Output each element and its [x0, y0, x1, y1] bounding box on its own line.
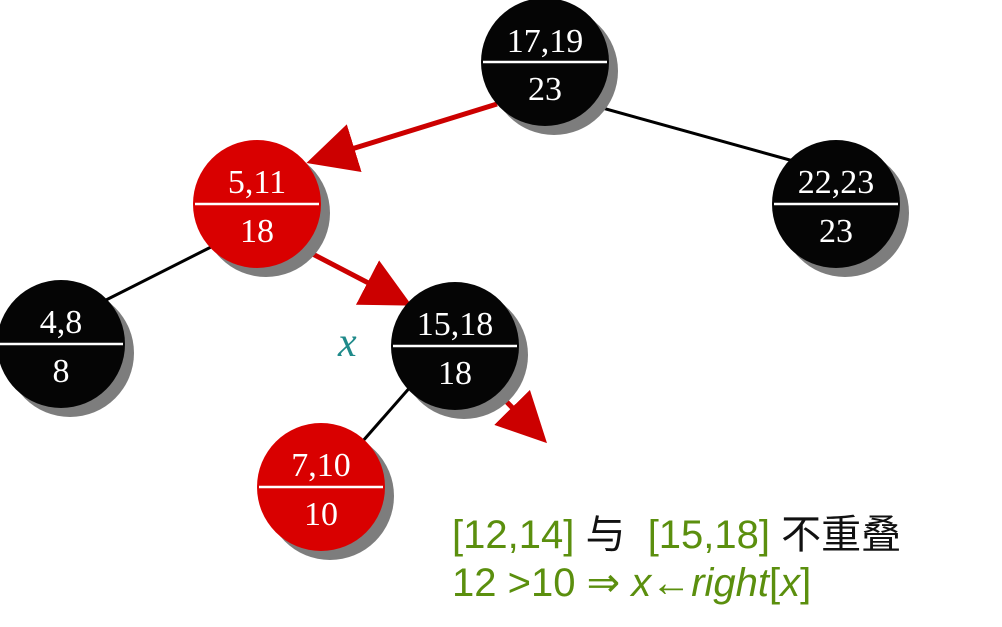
no-overlap-text: 不重叠 — [781, 512, 902, 558]
node-interval: 22,23 — [798, 164, 875, 201]
var-x: x — [631, 561, 652, 605]
caption-line-1: [12,14] 与 [15,18] 不重叠 — [452, 502, 901, 560]
node-interval: 17,19 — [507, 23, 584, 60]
node-interval: 7,10 — [291, 447, 351, 484]
tree-node-root: 17,19 23 — [481, 0, 618, 135]
caption-line-2: 12 >10 ⇒ x←right[x] — [452, 560, 811, 606]
search-arrow-left-to-node1518 — [303, 247, 412, 306]
tree-node-left-right: 15,18 18 — [391, 282, 528, 419]
node-interval: 15,18 — [417, 306, 494, 343]
comparison-text: 12 >10 ⇒ — [452, 561, 632, 605]
conjunction-text: 与 — [585, 512, 626, 558]
node-interval: 4,8 — [40, 304, 83, 341]
search-arrow-root-to-left — [306, 101, 498, 173]
node-max: 23 — [819, 213, 853, 250]
node-max: 10 — [304, 496, 338, 533]
query-interval: [12,14] — [452, 513, 575, 557]
tree-node-left: 5,11 18 — [193, 140, 330, 277]
edge-root-right — [587, 102, 798, 164]
node-max: 8 — [53, 353, 70, 390]
node-max: 18 — [438, 355, 472, 392]
func-right: right — [691, 561, 770, 605]
pointer-x-label: x — [337, 320, 357, 366]
node-max: 23 — [528, 71, 562, 108]
arg-x: x — [780, 561, 801, 605]
node-max: 18 — [240, 213, 274, 250]
tree-node-root-right: 22,23 23 — [772, 140, 909, 277]
node-interval: 5,11 — [228, 164, 286, 201]
edge-node1518-node710 — [353, 384, 414, 451]
tree-node-left-right-left: 7,10 10 — [257, 423, 394, 560]
assign-arrow: ← — [651, 561, 692, 605]
bracket-open: [ — [769, 561, 781, 605]
tree-node-left-left: 4,8 8 — [0, 280, 134, 417]
edge-left-leftchild — [101, 243, 216, 304]
node-interval-text: [15,18] — [647, 513, 771, 557]
bracket-close: ] — [800, 561, 812, 605]
